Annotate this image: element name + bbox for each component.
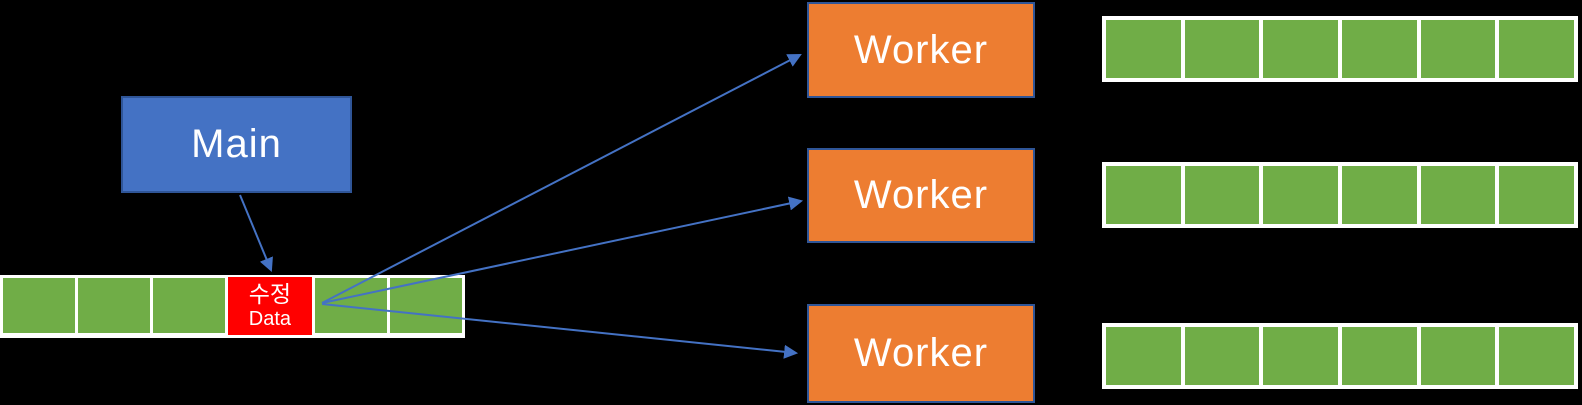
- main-box: Main: [121, 96, 352, 193]
- array-cell: [1499, 327, 1575, 385]
- array-cell: [1420, 20, 1496, 78]
- array-cell: [1342, 166, 1417, 224]
- array-cell: [1106, 20, 1181, 78]
- modified-cell-label-line2: Data: [248, 307, 292, 330]
- array-cell: [390, 278, 462, 333]
- worker-box-2: Worker: [807, 148, 1035, 243]
- array-cell: [1184, 327, 1260, 385]
- worker-box-1: Worker: [807, 2, 1035, 98]
- modified-cell-label-line1: 수정: [248, 280, 292, 307]
- array-cell: [1499, 20, 1575, 78]
- worker-array-1: [1102, 16, 1578, 82]
- worker-box-3: Worker: [807, 304, 1035, 403]
- worker-array-3: [1102, 323, 1578, 389]
- worker-box-label: Worker: [853, 27, 989, 72]
- array-cell: [152, 278, 225, 333]
- array-cell: [1499, 166, 1575, 224]
- array-cell: [1106, 327, 1181, 385]
- main-box-label: Main: [191, 122, 282, 166]
- array-cell: [1342, 20, 1417, 78]
- array-cell: [1263, 166, 1339, 224]
- array-cell: [1342, 327, 1417, 385]
- main-to-data-arrow: [239, 194, 273, 272]
- array-cell: [1420, 166, 1496, 224]
- worker-box-label: Worker: [853, 173, 989, 217]
- array-cell: [1184, 20, 1260, 78]
- worker-array-2: [1102, 162, 1578, 228]
- array-cell: [1263, 20, 1339, 78]
- worker-box-label: Worker: [853, 331, 989, 375]
- array-cell: [315, 278, 388, 333]
- array-cell: [1263, 327, 1339, 385]
- data-to-worker1-arrow: [321, 54, 802, 304]
- array-cell: [1184, 166, 1260, 224]
- array-cell: [1106, 166, 1181, 224]
- array-cell: [77, 278, 150, 333]
- array-cell: [1420, 327, 1496, 385]
- array-cell: [3, 278, 75, 333]
